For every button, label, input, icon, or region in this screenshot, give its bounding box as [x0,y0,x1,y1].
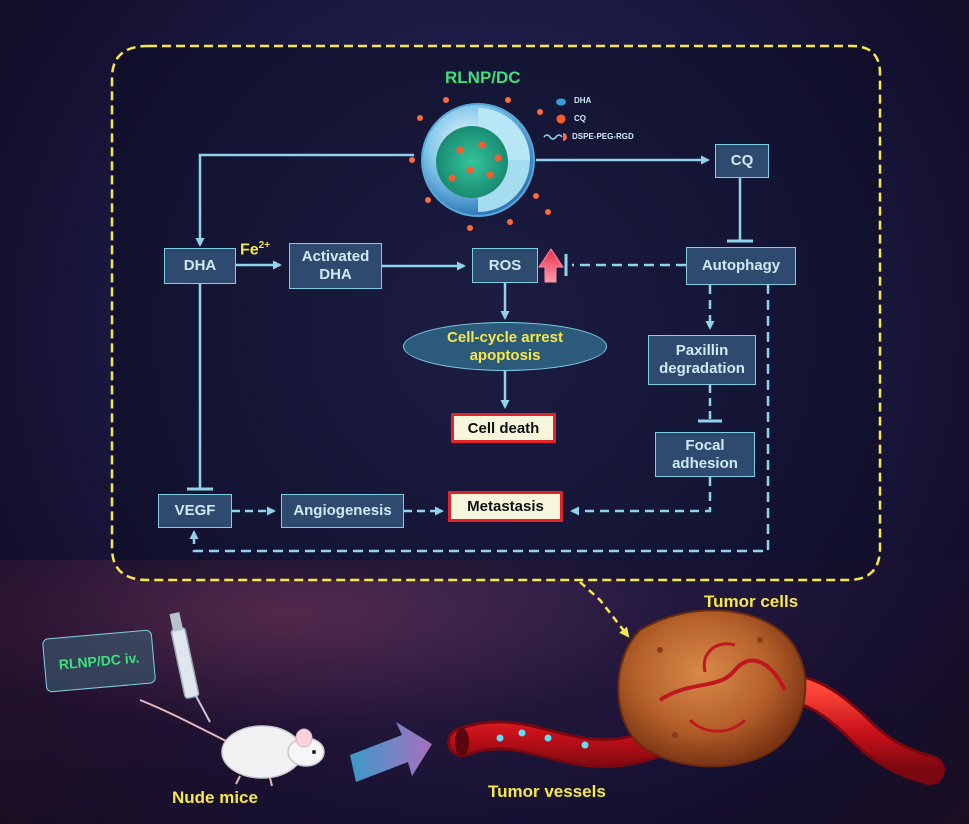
tumor-cells-illustration [617,609,807,768]
node-autophagy: Autophagy [686,247,796,285]
nanoparticle-title: RLNP/DC [445,68,521,87]
inhibit-cq-autophagy [727,178,753,243]
fe-charge: 2+ [258,240,271,251]
inhibit-dha-vegf [187,284,213,491]
arrow-np-to-dha [195,153,414,247]
peg-chain-icon [543,133,567,141]
injection-label-box: RLNP/DC iv. [41,629,157,693]
node-cell-death: Cell death [451,413,556,443]
cq-sphere-icon [556,114,566,124]
legend-label-dha: DHA [574,96,592,105]
legend-label-cq: CQ [574,114,586,123]
syringe-icon [169,612,211,723]
inhibit-paxillin-focal [698,385,722,423]
nanoparticle-illustration [409,97,551,231]
zoom-connector [579,581,630,638]
nude-mice-label: Nude mice [172,788,258,807]
node-cq: CQ [715,144,769,178]
node-ros: ROS [472,248,538,283]
fe-label: Fe2+ [240,240,270,259]
legend-label-peg: DSPE-PEG-RGD [572,132,634,141]
tumor-cells-label: Tumor cells [704,592,799,611]
tumor-vessels-label: Tumor vessels [488,782,606,801]
nude-mouse-illustration [139,699,325,787]
node-cell-cycle-arrest: Cell-cycle arrest apoptosis [403,322,607,371]
dha-droplet-icon [556,98,566,106]
node-paxillin-degradation: Paxillin degradation [648,335,756,385]
node-dha: DHA [164,248,236,284]
arrow-focal-to-metastasis [570,477,712,516]
node-metastasis: Metastasis [448,491,563,522]
inhibit-autophagy-ros [564,254,686,276]
node-vegf: VEGF [158,494,232,528]
increase-arrow-icon [538,248,564,283]
arrow-autophagy-to-vegf [189,284,770,553]
node-activated-dha: Activated DHA [289,243,382,289]
node-focal-adhesion: Focal adhesion [655,432,755,477]
node-angiogenesis: Angiogenesis [281,494,404,528]
fe-symbol: Fe [240,241,259,259]
flow-arrow-icon [350,722,432,782]
